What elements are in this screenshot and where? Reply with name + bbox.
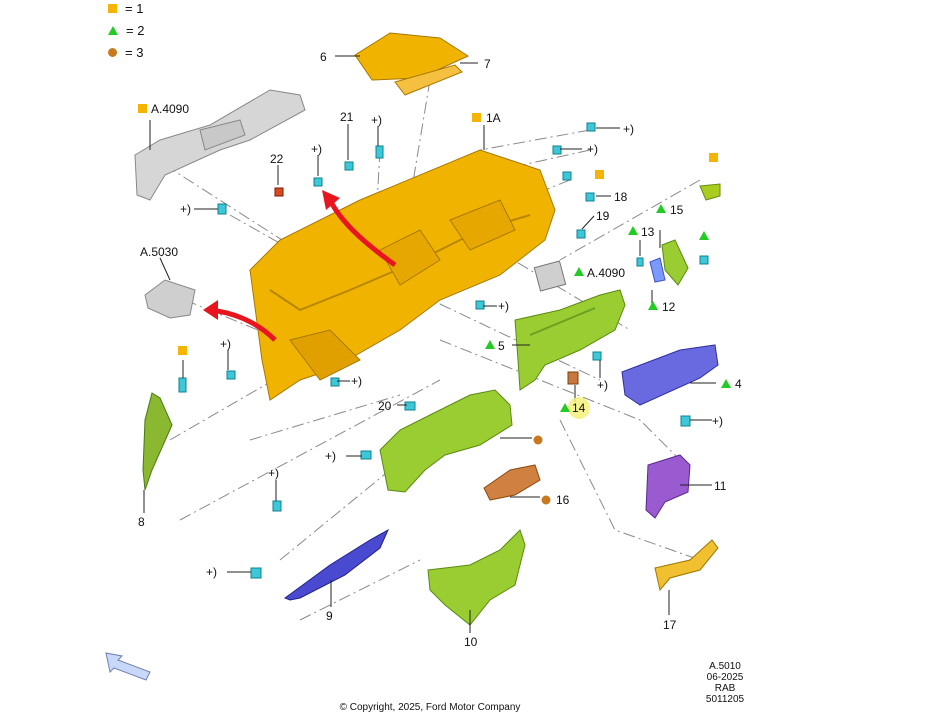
callout-13: 13	[641, 225, 655, 239]
callout-8: 8	[138, 515, 145, 529]
callout-5-plus: +)	[597, 378, 608, 392]
callout-14: 14	[572, 401, 586, 415]
callout-18: 18	[614, 190, 628, 204]
square-icon	[108, 4, 117, 13]
callout-11-plus: +)	[712, 414, 723, 428]
legend-text: = 1	[125, 1, 144, 16]
gray-duct	[134, 89, 306, 201]
callout-21-plus: +)	[371, 113, 382, 127]
drawing-number: 5011205	[705, 694, 745, 705]
callout-10: 10	[464, 635, 478, 649]
callout-plus-top2: +)	[587, 142, 598, 156]
callout-19: 19	[596, 209, 610, 223]
part-11-purple	[645, 454, 691, 519]
assembly-lines	[164, 79, 701, 621]
part-6-top-cover	[354, 32, 470, 96]
callout-22: 22	[270, 152, 284, 166]
part-4-blue-panel	[621, 344, 719, 406]
callout-plus-low1: +)	[325, 449, 336, 463]
callout-17: 17	[663, 618, 677, 632]
legend-text: = 3	[125, 45, 144, 60]
callout-15: 15	[670, 203, 684, 217]
callout-1a: 1A	[486, 111, 501, 125]
clips	[178, 122, 709, 579]
callout-21: 21	[340, 110, 354, 124]
circle-icon	[108, 48, 117, 57]
callout-6: 6	[320, 50, 327, 64]
part-1a-instrument-panel	[249, 149, 556, 401]
copyright: © Copyright, 2025, Ford Motor Company	[339, 702, 521, 713]
legend-item-3: = 3	[108, 45, 143, 60]
callout-22-plus: +)	[311, 142, 322, 156]
callout-a4090-right: A.4090	[587, 266, 625, 280]
part-17-yellow-bracket	[654, 539, 719, 592]
gray-vent	[144, 279, 196, 319]
callout-11: 11	[714, 479, 727, 493]
part-10-green-lower	[427, 529, 526, 626]
callout-plus-mid: +)	[220, 337, 231, 351]
callout-plus-mid2: +)	[351, 374, 362, 388]
part-20-green-duct	[379, 389, 513, 493]
legend-item-2: = 2	[108, 23, 144, 38]
callout-a4090-left: A.4090	[151, 102, 189, 116]
drawing-date: 06-2025	[706, 672, 744, 683]
gray-vent-right	[533, 260, 567, 292]
callout-7: 7	[484, 57, 491, 71]
leader-lines	[143, 55, 716, 633]
callout-plus-left: +)	[180, 202, 191, 216]
callout-plus-center: +)	[498, 299, 509, 313]
legend-text: = 2	[126, 23, 145, 38]
callout-plus-low3: +)	[206, 565, 217, 579]
part-15-green-small	[649, 239, 689, 286]
drawing-group: RAB	[714, 683, 736, 694]
legend-item-1: = 1	[108, 1, 143, 16]
callout-labels: 6 7 A.4090 1A 21 +) 22 +) +) +) 18 19 15…	[138, 50, 742, 649]
part-14-clip	[567, 371, 579, 385]
drawing-info: A.5010 06-2025 RAB 5011205	[700, 661, 750, 705]
callout-5: 5	[498, 339, 505, 353]
red-arrows	[203, 190, 397, 342]
part-9-blue-trim	[283, 528, 390, 601]
part-16-copper	[483, 464, 541, 501]
part-8-green-trim	[142, 392, 173, 491]
callout-9: 9	[326, 609, 333, 623]
drawing-code: A.5010	[709, 661, 741, 672]
symbol-markers	[138, 104, 731, 505]
callout-20: 20	[378, 399, 392, 413]
callout-16: 16	[556, 493, 570, 507]
callout-plus-top1: +)	[623, 122, 634, 136]
callout-a5030: A.5030	[140, 245, 178, 259]
part-5-green-bracket	[514, 289, 626, 391]
triangle-icon	[108, 26, 118, 35]
callout-12: 12	[662, 300, 676, 314]
callout-plus-low2: +)	[268, 466, 279, 480]
callout-4: 4	[735, 377, 742, 391]
orientation-arrow-icon	[105, 652, 151, 681]
green-bracket-top-right	[699, 183, 721, 201]
